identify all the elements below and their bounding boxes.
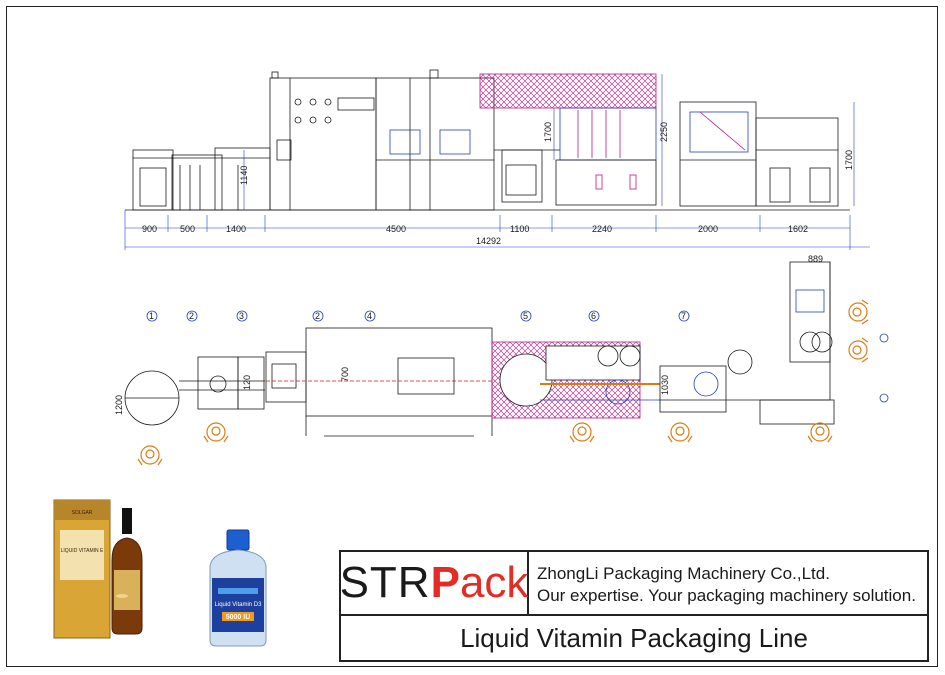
operator-icon [569, 422, 595, 443]
station-number: 1 [149, 311, 154, 321]
dim-500: 500 [180, 224, 195, 234]
logo-ack: ack [459, 558, 529, 607]
station-number: 2 [189, 311, 194, 321]
dim-1602: 1602 [788, 224, 808, 234]
plan-labeler [759, 399, 835, 425]
dim-2250: 2250 [659, 122, 669, 142]
marker-circle [879, 333, 889, 343]
plan-view [124, 261, 835, 437]
elevation-feeder [132, 149, 174, 211]
operator-icon [848, 337, 869, 363]
vitamin-e-product: SOLGAR LIQUID VITAMIN E [53, 499, 143, 639]
operator-icon [807, 422, 833, 443]
marker-circle [879, 393, 889, 403]
elevation-view [124, 69, 870, 250]
elevation-conveyor [501, 149, 543, 203]
dim-1200: 1200 [114, 395, 124, 415]
station-balloon [186, 310, 198, 322]
operator-icon [203, 422, 229, 443]
dim-1400: 1400 [226, 224, 246, 234]
drawing-title-text: Liquid Vitamin Packaging Line [460, 622, 808, 653]
plan-capper [659, 365, 727, 413]
station-number: 4 [367, 311, 372, 321]
logo-str: STR [339, 558, 431, 607]
plan-tunnel [305, 327, 493, 417]
elevation-capper [679, 101, 757, 207]
company-name: ZhongLi Packaging Machinery Co.,Ltd. [537, 564, 830, 583]
dim-total-length: 14292 [476, 236, 501, 246]
station-balloon [364, 310, 376, 322]
station-number: 7 [681, 311, 686, 321]
operator-icon [848, 299, 869, 325]
station-balloon [588, 310, 600, 322]
vitamin-d3-product: Liquid Vitamin D3 5000 IU [209, 529, 267, 647]
dim-1140: 1140 [239, 166, 249, 185]
dim-2240: 2240 [592, 224, 612, 234]
company-tagline: Our expertise. Your packaging machinery … [537, 586, 916, 605]
plan-right-unit [789, 261, 831, 363]
product-bottle-dose: 5000 IU [226, 614, 251, 621]
elevation-sterilizer [375, 77, 495, 211]
dim-1030: 1030 [660, 375, 670, 395]
dim-889: 889 [808, 254, 823, 264]
station-number: 6 [591, 311, 596, 321]
dim-1700-right: 1700 [844, 150, 854, 170]
logo-p: P [430, 558, 460, 607]
product-bottle-label: Liquid Vitamin D3 [215, 602, 263, 608]
elevation-filling-hood [479, 73, 657, 109]
dim-4500: 4500 [386, 224, 406, 234]
station-balloon [312, 310, 324, 322]
elevation-labeler [755, 117, 839, 207]
elevation-filler [559, 107, 657, 161]
station-balloon [520, 310, 532, 322]
station-number: 5 [523, 311, 528, 321]
drawing-title: Liquid Vitamin Packaging Line [341, 616, 927, 660]
dim-1100: 1100 [510, 224, 529, 234]
dim-2000: 2000 [698, 224, 718, 234]
drawing-frame [6, 6, 938, 667]
station-number: 2 [315, 311, 320, 321]
dim-700: 700 [340, 367, 350, 382]
company-info: ZhongLi Packaging Machinery Co.,Ltd. Our… [529, 552, 927, 616]
station-balloon [236, 310, 248, 322]
station-balloon [678, 310, 690, 322]
dim-120: 120 [242, 375, 252, 390]
operator-icon [667, 422, 693, 443]
station-number: 3 [239, 311, 244, 321]
station-balloon [146, 310, 158, 322]
operator-icons [137, 299, 869, 466]
operator-icon [137, 445, 163, 466]
product-box-text: LIQUID VITAMIN E [61, 548, 104, 554]
product-box-brand: SOLGAR [72, 510, 93, 516]
dim-1700: 1700 [543, 122, 553, 142]
dim-900: 900 [142, 224, 157, 234]
